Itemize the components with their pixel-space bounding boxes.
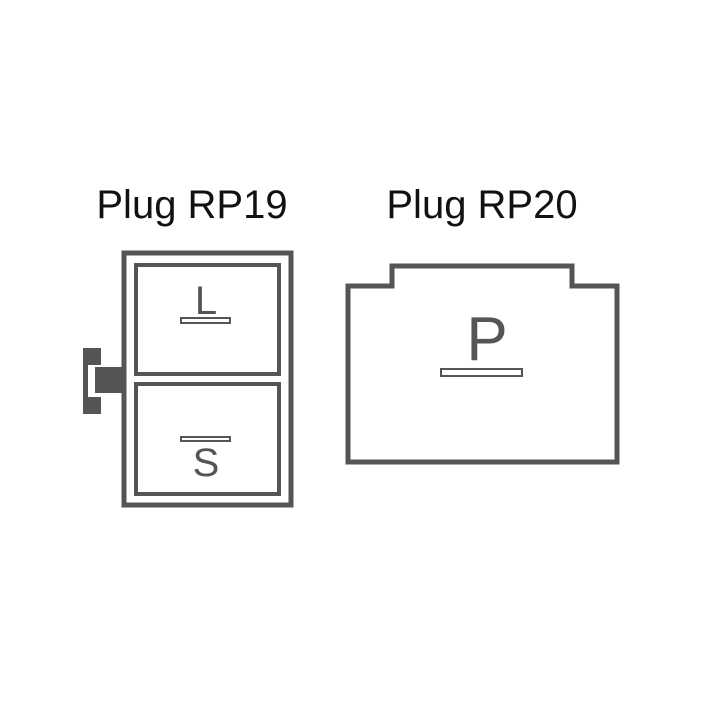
pin-label-s: S — [193, 441, 220, 485]
plug-rp19: Plug RP19 L S — [83, 183, 294, 508]
pin-cavity-l — [134, 263, 281, 376]
pin-terminal-l — [180, 317, 231, 324]
plug-rp19-latch-arm — [95, 367, 124, 393]
pin-label-p: P — [466, 305, 507, 374]
plug-rp20: Plug RP20 P — [345, 183, 620, 465]
plug-rp20-housing — [345, 263, 620, 465]
plug-rp19-title: Plug RP19 — [96, 183, 287, 227]
pin-terminal-s — [180, 436, 231, 442]
pin-cavity-s — [134, 382, 281, 496]
pin-terminal-p — [440, 368, 523, 377]
plug-rp20-title: Plug RP20 — [386, 183, 577, 227]
pin-label-l: L — [195, 279, 217, 323]
